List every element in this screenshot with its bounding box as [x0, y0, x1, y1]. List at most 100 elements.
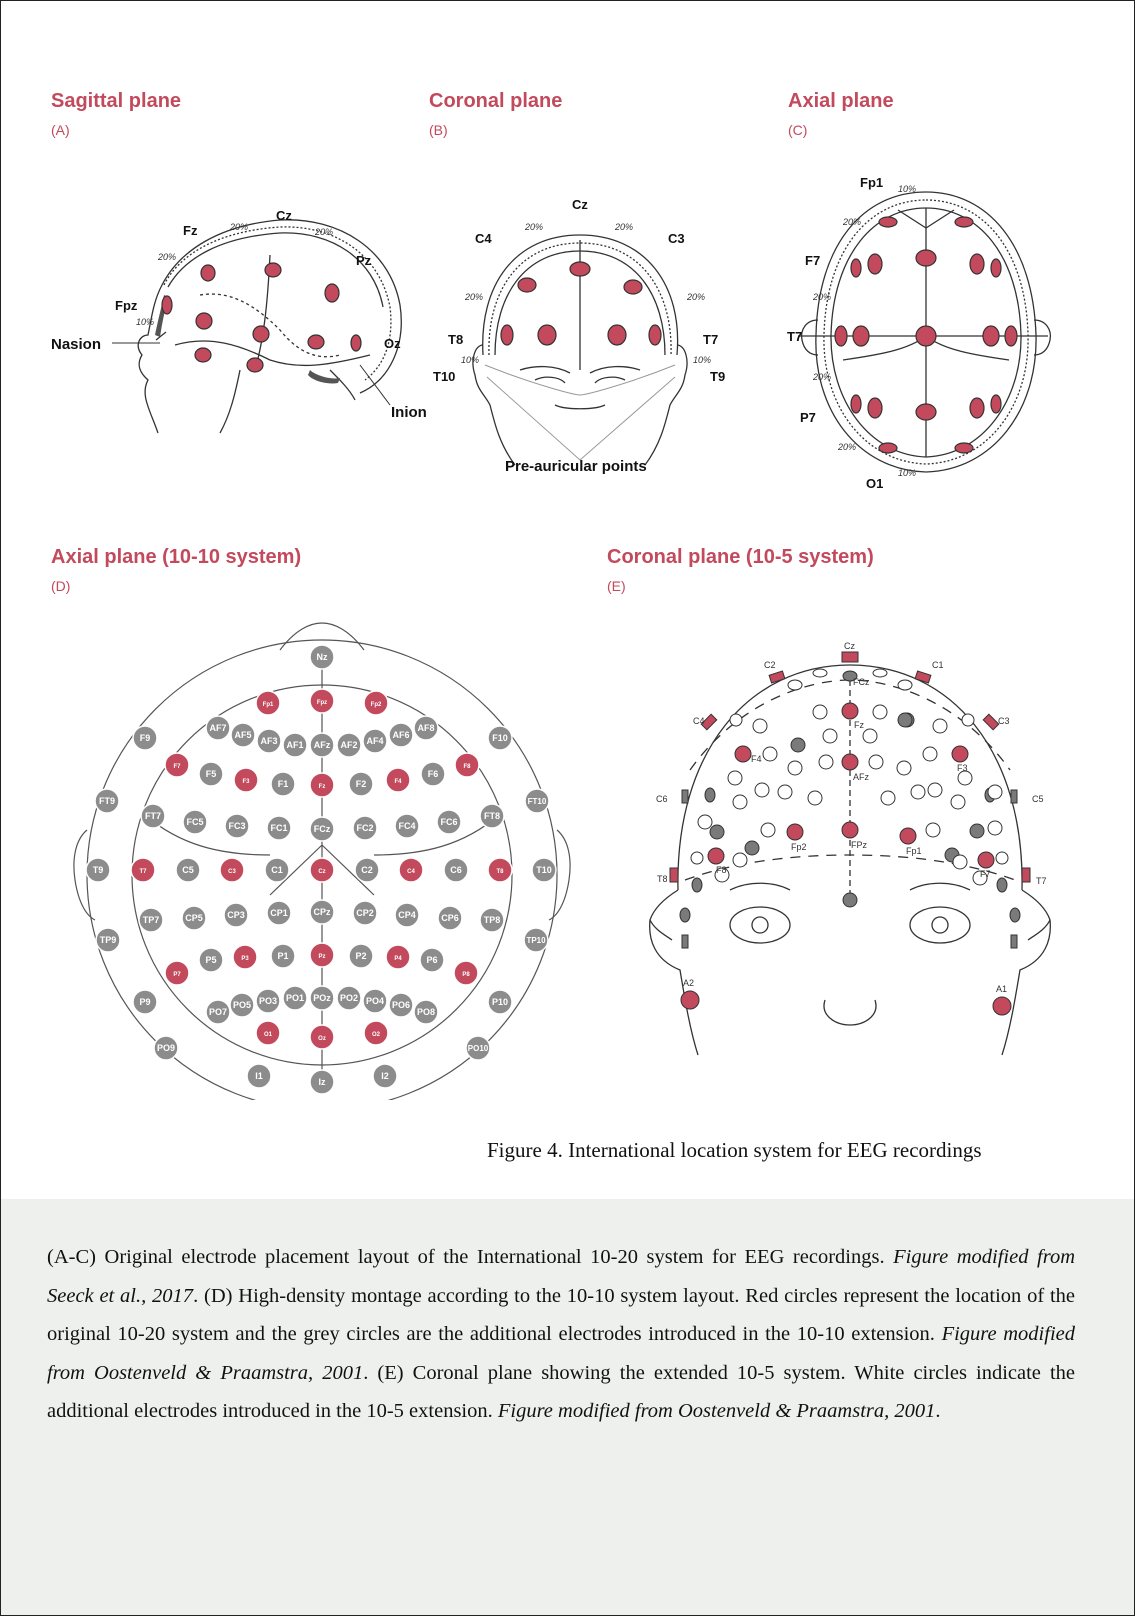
label-a-pct-4: 10%: [136, 317, 154, 327]
electrode-label: P2: [355, 951, 366, 961]
electrode-label: PO5: [233, 1000, 251, 1010]
label-e-f4: F4: [751, 754, 762, 764]
electrode-p9: P9: [133, 990, 157, 1014]
panel-e-letter: (E): [607, 578, 626, 594]
electrode-label: C6: [450, 865, 462, 875]
label-b-pct-4: 20%: [686, 292, 705, 302]
electrode-label: AF7: [209, 723, 226, 733]
label-b-pct-3: 20%: [464, 292, 483, 302]
electrode-cp1: CP1: [267, 901, 291, 925]
legend-part-1: (A-C) Original electrode placement layou…: [47, 1246, 885, 1268]
electrode-po2: PO2: [337, 986, 361, 1010]
panel-b-title: Coronal plane: [429, 90, 562, 113]
electrode-tp10: TP10: [524, 928, 548, 952]
panel-c-title: Axial plane: [788, 90, 894, 113]
label-cz: Cz: [276, 208, 292, 223]
electrode-po9: PO9: [154, 1036, 178, 1060]
electrode-label: Oz: [318, 1036, 326, 1042]
label-b-c4: C4: [475, 231, 492, 246]
panel-d-title: Axial plane (10-10 system): [51, 546, 301, 569]
electrode-c4: C4: [399, 858, 423, 882]
electrode-po7: PO7: [206, 1000, 230, 1024]
electrode-label: P9: [139, 997, 150, 1007]
label-e-a1: A1: [996, 984, 1007, 994]
electrode-t7: T7: [131, 858, 155, 882]
electrode-label: F7: [173, 764, 181, 770]
electrode-label: C4: [407, 869, 415, 875]
label-e-c4: C4: [693, 716, 705, 726]
electrode-pz: Pz: [310, 943, 334, 967]
electrode-po10: PO10: [466, 1036, 490, 1060]
electrode-label: F2: [356, 779, 367, 789]
electrode-af5: AF5: [231, 723, 255, 747]
electrode-label: O2: [372, 1032, 381, 1038]
electrode-fc5: FC5: [183, 810, 207, 834]
electrode-cp5: CP5: [182, 906, 206, 930]
label-e-t7: T7: [1036, 876, 1047, 886]
electrode-po6: PO6: [389, 993, 413, 1017]
panel-e-10-5-diagram: Cz C2 C1 FCz C4 C3 Fz F4 F3 AFz C6 C5 Fp…: [640, 640, 1070, 1065]
label-b-t7: T7: [703, 332, 718, 347]
electrode-label: P5: [205, 955, 216, 965]
electrode-label: FT9: [99, 796, 115, 806]
electrode-label: P8: [462, 972, 470, 978]
electrode-c6: C6: [444, 858, 468, 882]
panel-d-10-10-diagram: NzFp1FpzFp2AF7AF5AF3AF1AFzAF2AF4AF6AF8F9…: [70, 615, 590, 1100]
electrode-fcz: FCz: [310, 817, 334, 841]
electrode-label: FC3: [228, 821, 245, 831]
electrode-label: F10: [492, 733, 508, 743]
electrode-label: FC5: [186, 817, 203, 827]
electrode-label: TP9: [100, 935, 117, 945]
label-c-f7: F7: [805, 253, 820, 268]
electrode-label: PO3: [259, 996, 277, 1006]
electrode-label: O1: [264, 1032, 273, 1038]
electrode-po8: PO8: [414, 1000, 438, 1024]
electrode-label: FT8: [484, 811, 500, 821]
panel-d-electrodes: NzFp1FpzFp2AF7AF5AF3AF1AFzAF2AF4AF6AF8F9…: [86, 645, 556, 1094]
electrode-p2: P2: [349, 944, 373, 968]
electrode-iz: Iz: [310, 1070, 334, 1094]
electrode-cp4: CP4: [395, 903, 419, 927]
electrode-afz: AFz: [310, 733, 334, 757]
electrode-label: Fz: [319, 784, 326, 790]
electrode-af8: AF8: [414, 716, 438, 740]
electrode-label: CP4: [398, 910, 416, 920]
electrode-ft7: FT7: [141, 804, 165, 828]
label-e-f8: F8: [716, 865, 727, 875]
electrode-label: F9: [140, 733, 151, 743]
electrode-label: PO2: [340, 993, 358, 1003]
electrode-c2: C2: [355, 858, 379, 882]
label-e-cz: Cz: [844, 641, 855, 651]
electrode-f9: F9: [133, 726, 157, 750]
electrode-af6: AF6: [389, 723, 413, 747]
label-e-c2: C2: [764, 660, 776, 670]
panel-a-letter: (A): [51, 122, 70, 138]
electrode-label: C2: [361, 865, 373, 875]
electrode-fc1: FC1: [267, 816, 291, 840]
electrode-label: C1: [271, 865, 283, 875]
label-c-pct-1: 10%: [898, 184, 916, 194]
label-e-f3: F3: [957, 763, 968, 773]
label-c-pct-5: 20%: [837, 442, 856, 452]
panel-c-letter: (C): [788, 122, 807, 138]
electrode-label: F5: [206, 769, 217, 779]
electrode-label: F8: [463, 764, 471, 770]
label-c-pct-2: 20%: [842, 217, 861, 227]
electrode-label: FT10: [528, 797, 547, 806]
electrode-f5: F5: [199, 762, 223, 786]
electrode-label: Fpz: [317, 700, 327, 706]
label-a-pct-3: 20%: [157, 252, 176, 262]
electrode-cp2: CP2: [353, 901, 377, 925]
electrode-tp8: TP8: [480, 908, 504, 932]
legend-part-4: .: [935, 1400, 940, 1422]
electrode-label: P1: [277, 951, 288, 961]
electrode-label: POz: [313, 993, 331, 1003]
electrode-label: Fp2: [371, 702, 382, 708]
electrode-af2: AF2: [337, 733, 361, 757]
electrode-i1: I1: [247, 1064, 271, 1088]
electrode-fp1: Fp1: [256, 691, 280, 715]
label-fpz: Fpz: [115, 298, 138, 313]
electrode-label: P4: [394, 956, 402, 962]
electrode-i2: I2: [373, 1064, 397, 1088]
electrode-label: PO9: [157, 1043, 175, 1053]
